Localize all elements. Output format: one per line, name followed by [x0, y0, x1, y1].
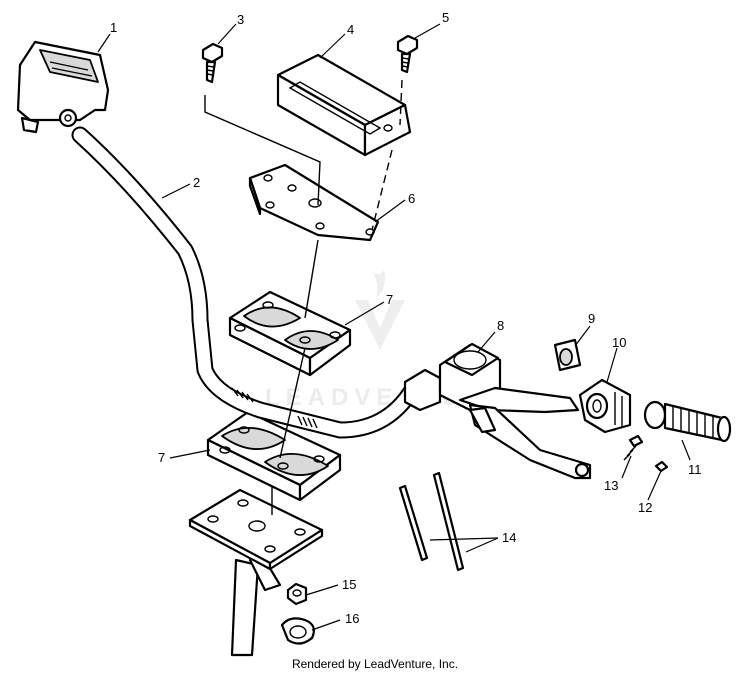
callout-14: 14: [502, 530, 516, 545]
callout-9: 9: [588, 311, 595, 326]
grip-housing: [578, 378, 632, 434]
handlebar: [71, 126, 424, 439]
upper-clamp: [228, 290, 352, 377]
bolt-3: [201, 42, 224, 84]
callout-8: 8: [497, 318, 504, 333]
callout-11: 11: [688, 462, 702, 477]
nut-15: [286, 582, 308, 606]
callout-2: 2: [193, 175, 200, 190]
callout-15: 15: [342, 577, 356, 592]
handlebar-grip: [643, 400, 732, 443]
callout-12: 12: [638, 500, 652, 515]
callout-7-lower: 7: [158, 450, 165, 465]
callout-5: 5: [442, 10, 449, 25]
callout-labels: 1 2 3 4 5 6 7 7 8 9 10 11 12 13 14 15 16: [110, 10, 702, 626]
cover-plate: [248, 163, 380, 242]
callout-6: 6: [408, 191, 415, 206]
callout-10: 10: [612, 335, 626, 350]
screw-13: [623, 434, 644, 461]
hose-clamp: [280, 617, 315, 645]
bushing: [553, 338, 582, 372]
nut-12: [654, 460, 669, 473]
callout-3: 3: [237, 12, 244, 27]
leader-lines: [97, 23, 691, 631]
callout-1: 1: [110, 20, 117, 35]
lower-plate: [188, 474, 324, 571]
callout-4: 4: [347, 22, 354, 37]
handlebar-pad: [276, 53, 412, 157]
render-credit: Rendered by LeadVenture, Inc.: [292, 657, 458, 671]
steering-post: [230, 553, 282, 657]
master-cylinder: [403, 342, 592, 480]
throttle-housing: [16, 40, 110, 134]
callout-7-upper: 7: [386, 292, 393, 307]
cable-ties: [398, 471, 465, 572]
callout-16: 16: [345, 611, 359, 626]
bolt-5: [396, 34, 419, 74]
assembly-lines: [204, 79, 403, 459]
callout-13: 13: [604, 478, 618, 493]
